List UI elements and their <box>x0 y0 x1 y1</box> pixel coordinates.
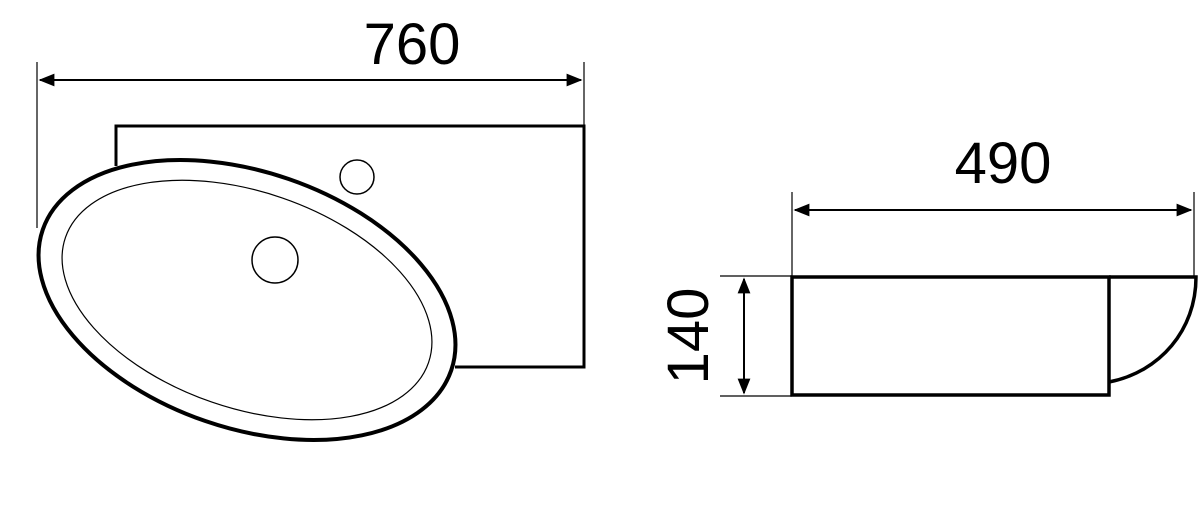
side-view: 490 140 <box>656 131 1198 397</box>
basin-side-bowl-curve <box>1108 275 1198 384</box>
basin-back-slab <box>114 124 586 369</box>
depth-dimension-label: 490 <box>955 131 1052 196</box>
height-dimension-label: 140 <box>656 288 721 385</box>
basin-side-body <box>790 275 1111 397</box>
width-dimension-label: 760 <box>364 12 461 77</box>
basin-bowl-inner <box>61 179 433 421</box>
basin-bowl-outer <box>36 158 458 442</box>
drain-hole <box>251 236 299 284</box>
top-view: 760 <box>36 12 586 442</box>
tap-hole <box>339 159 375 195</box>
